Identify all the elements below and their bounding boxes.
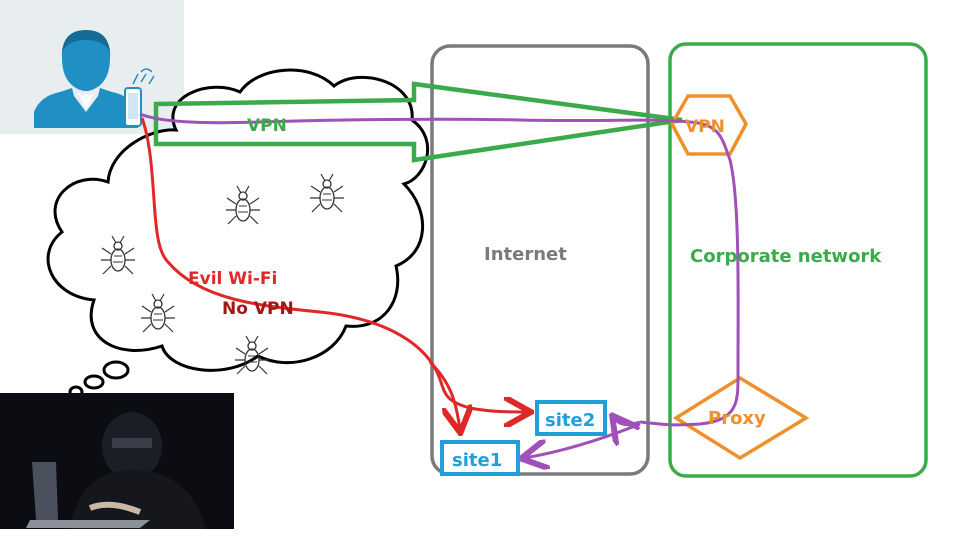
proxy-label: Proxy (708, 408, 766, 429)
site1-box (440, 440, 520, 476)
vpn-gateway (670, 94, 748, 156)
insecure-path-to-site1 (428, 360, 460, 430)
secure-path (139, 112, 740, 427)
evil-wifi-label: Evil Wi-Fi (188, 269, 277, 289)
secure-path-to-site2 (614, 418, 641, 425)
site2-box (535, 400, 607, 436)
corporate-zone (668, 42, 928, 478)
site1-label: site1 (452, 450, 502, 471)
wifi-icon (132, 68, 155, 85)
proxy-node (672, 375, 810, 461)
vpn-gateway-label: VPN (685, 117, 725, 137)
vpn-tunnel (153, 81, 683, 163)
vpn-tunnel-label: VPN (247, 116, 287, 136)
corporate-label: Corporate network (690, 246, 882, 267)
internet-zone (430, 44, 650, 476)
hacker-photo (0, 393, 234, 529)
no-vpn-label: No VPN (222, 299, 294, 319)
secure-path-to-site1 (524, 422, 641, 458)
internet-label: Internet (484, 244, 567, 265)
site2-label: site2 (545, 410, 595, 431)
user-with-phone-icon (0, 0, 184, 134)
